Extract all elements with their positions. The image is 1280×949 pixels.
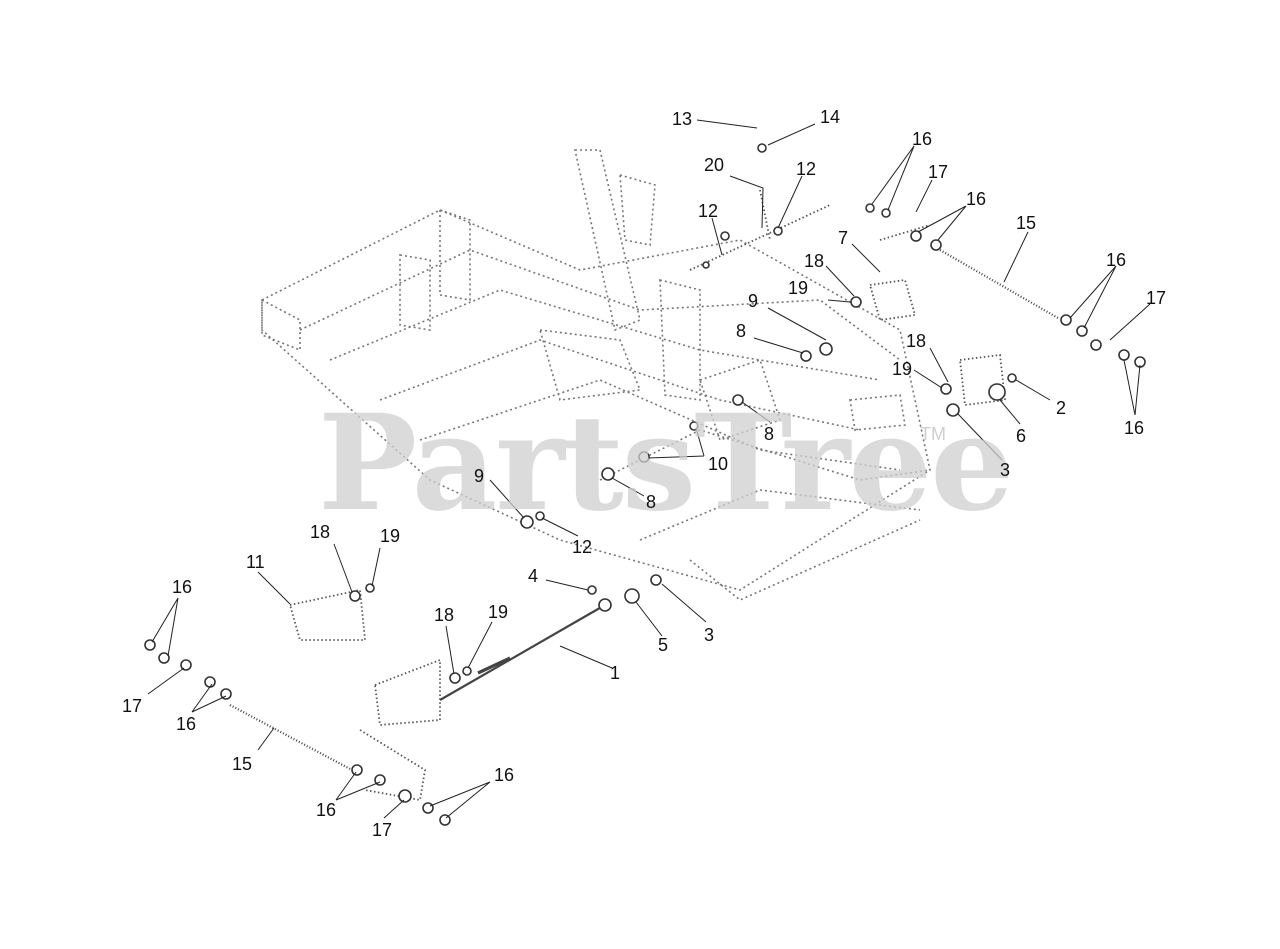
trademark-mark: TM — [920, 424, 946, 444]
callout-8[interactable]: 8 — [764, 424, 775, 444]
leader-lines — [147, 119, 1151, 819]
callout-8[interactable]: 8 — [646, 492, 657, 512]
callout-18[interactable]: 18 — [804, 251, 825, 271]
callout-16[interactable]: 16 — [1106, 250, 1127, 270]
callout-17[interactable]: 17 — [372, 820, 393, 840]
callout-15[interactable]: 15 — [232, 754, 253, 774]
callout-9[interactable]: 9 — [474, 466, 485, 486]
callout-17[interactable]: 17 — [928, 162, 949, 182]
callout-5[interactable]: 5 — [658, 635, 669, 655]
callout-16[interactable]: 16 — [176, 714, 197, 734]
callout-13[interactable]: 13 — [672, 109, 693, 129]
callout-14[interactable]: 14 — [820, 107, 841, 127]
callout-18[interactable]: 18 — [434, 605, 455, 625]
callout-16[interactable]: 16 — [912, 129, 933, 149]
lower-linkage — [229, 588, 606, 802]
callout-7[interactable]: 7 — [838, 228, 849, 248]
callout-19[interactable]: 19 — [788, 278, 809, 298]
callout-4[interactable]: 4 — [528, 566, 539, 586]
callout-16[interactable]: 16 — [1124, 418, 1145, 438]
shaft-part-1 — [439, 604, 606, 701]
callout-10[interactable]: 10 — [708, 454, 729, 474]
callout-16[interactable]: 16 — [316, 800, 337, 820]
callout-12[interactable]: 12 — [796, 159, 817, 179]
callout-16[interactable]: 16 — [966, 189, 987, 209]
callout-9[interactable]: 9 — [748, 291, 759, 311]
callout-12[interactable]: 12 — [698, 201, 719, 221]
callout-18[interactable]: 18 — [310, 522, 331, 542]
callout-6[interactable]: 6 — [1016, 426, 1027, 446]
callout-16[interactable]: 16 — [494, 765, 515, 785]
callout-17[interactable]: 17 — [1146, 288, 1167, 308]
callout-16[interactable]: 16 — [172, 577, 193, 597]
upper-linkage — [689, 189, 1059, 407]
callout-11[interactable]: 11 — [246, 552, 265, 572]
washers — [144, 143, 1146, 826]
callout-17[interactable]: 17 — [122, 696, 143, 716]
partstree-watermark: PartsTree — [318, 386, 1014, 541]
callout-18[interactable]: 18 — [906, 331, 927, 351]
main-frame — [261, 149, 931, 601]
callout-3[interactable]: 3 — [704, 625, 715, 645]
callout-8[interactable]: 8 — [736, 321, 747, 341]
callout-12[interactable]: 12 — [572, 537, 593, 557]
callout-20[interactable]: 20 — [704, 155, 725, 175]
callout-19[interactable]: 19 — [488, 602, 509, 622]
callout-19[interactable]: 19 — [892, 359, 913, 379]
callout-2[interactable]: 2 — [1056, 398, 1067, 418]
callout-1[interactable]: 1 — [610, 663, 621, 683]
callout-19[interactable]: 19 — [380, 526, 401, 546]
callout-15[interactable]: 15 — [1016, 213, 1037, 233]
callout-3[interactable]: 3 — [1000, 460, 1011, 480]
